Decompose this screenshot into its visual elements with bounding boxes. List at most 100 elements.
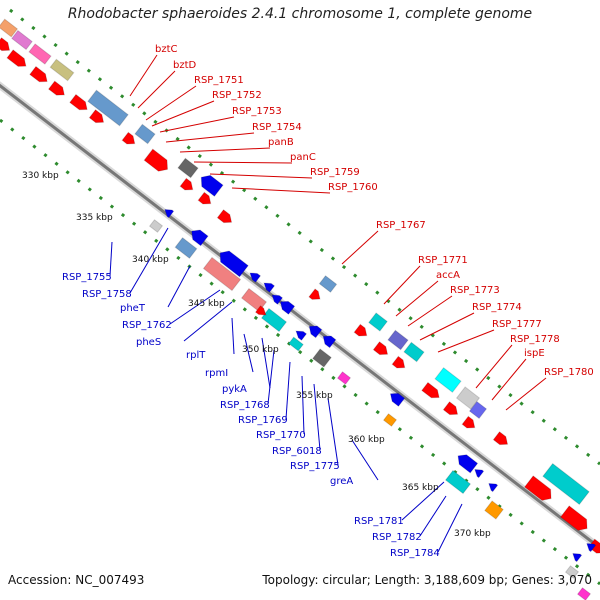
gene-label: RSP_1781 — [354, 516, 404, 527]
reverse-gene[interactable] — [312, 348, 332, 368]
forward-gene[interactable] — [368, 312, 388, 332]
reverse-gene[interactable] — [382, 413, 398, 427]
forward-gene[interactable] — [353, 323, 370, 339]
reverse-gene[interactable] — [387, 390, 406, 407]
forward-gene[interactable] — [391, 355, 408, 371]
forward-gene[interactable] — [421, 381, 442, 402]
reverse-gene[interactable] — [444, 469, 472, 495]
gc-content-track — [0, 8, 600, 586]
gene-label: RSP_1773 — [450, 285, 500, 296]
reverse-gene[interactable] — [288, 336, 304, 352]
forward-gene[interactable] — [434, 367, 462, 393]
gene-label: pheT — [120, 303, 146, 314]
gene-block-strip[interactable] — [69, 93, 90, 114]
reverse-gene[interactable] — [148, 219, 164, 233]
gene-label: RSP_6018 — [272, 446, 322, 457]
gene-label: rpmI — [205, 368, 228, 379]
forward-gene[interactable] — [197, 172, 224, 197]
reverse-gene[interactable] — [576, 587, 592, 600]
reverse-gene[interactable] — [162, 206, 175, 219]
gene-label: ispE — [524, 348, 545, 359]
reverse-gene[interactable] — [188, 226, 209, 247]
gene-label: RSP_1751 — [194, 75, 244, 86]
gene-label: accA — [436, 270, 460, 281]
gene-label: RSP_1778 — [510, 334, 560, 345]
forward-gene[interactable] — [468, 400, 488, 420]
gene-label: RSP_1775 — [290, 461, 340, 472]
reverse-gene[interactable] — [472, 466, 485, 479]
gene-block-strip[interactable] — [88, 109, 106, 126]
gene-label: RSP_1769 — [238, 415, 288, 426]
forward-gene[interactable] — [492, 431, 510, 448]
kbp-tick-label: 365 kbp — [402, 483, 439, 493]
kbp-tick-label: 370 kbp — [454, 529, 491, 539]
forward-gene[interactable] — [372, 341, 390, 358]
forward-gene[interactable] — [455, 386, 481, 410]
gene-labels: bztCbztDRSP_1751RSP_1752RSP_1753RSP_1754… — [62, 44, 594, 559]
forward-gene[interactable] — [318, 275, 338, 293]
forward-gene[interactable] — [523, 475, 556, 504]
forward-gene[interactable] — [177, 157, 199, 179]
forward-gene[interactable] — [121, 131, 138, 147]
gene-block-strip[interactable] — [6, 49, 29, 70]
gene-label: RSP_1784 — [390, 548, 440, 559]
forward-gene[interactable] — [179, 177, 196, 193]
reverse-gene[interactable] — [277, 298, 296, 315]
gene-block-strip[interactable] — [11, 29, 33, 51]
forward-gene[interactable] — [87, 89, 129, 127]
gene-label: pykA — [222, 384, 247, 395]
gene-label: RSP_1754 — [252, 122, 302, 133]
gene-block-strip[interactable] — [49, 58, 75, 82]
forward-gene[interactable] — [442, 401, 460, 418]
reverse-gene[interactable] — [486, 480, 499, 493]
gene-block-strip[interactable] — [28, 43, 52, 65]
gene-label: rplT — [186, 350, 206, 361]
forward-gene[interactable] — [216, 209, 234, 226]
reverse-gene[interactable] — [270, 292, 284, 305]
reverse-gene[interactable] — [240, 287, 268, 313]
reverse-gene[interactable] — [262, 280, 276, 293]
forward-gene[interactable] — [197, 191, 214, 207]
reverse-gene[interactable] — [216, 247, 249, 278]
gene-label: panB — [268, 137, 294, 148]
gene-block-strip[interactable] — [0, 37, 13, 54]
kbp-tick-label: 345 kbp — [188, 299, 225, 309]
forward-gene[interactable] — [134, 123, 156, 145]
reverse-gene[interactable] — [202, 256, 242, 292]
gene-label: pheS — [136, 337, 161, 348]
forward-strand-genes[interactable] — [0, 18, 600, 557]
gene-label: RSP_1753 — [232, 106, 282, 117]
forward-gene[interactable] — [387, 329, 409, 351]
reverse-gene[interactable] — [320, 332, 337, 349]
reverse-gene[interactable] — [454, 451, 479, 474]
reverse-strand-genes[interactable] — [148, 206, 597, 600]
gene-block-strip[interactable] — [0, 18, 19, 38]
gene-block-strip[interactable] — [47, 80, 68, 99]
forward-gene[interactable] — [143, 148, 172, 175]
backbone — [0, 81, 600, 551]
reverse-gene[interactable] — [336, 371, 352, 385]
kbp-tick-label: 355 kbp — [296, 391, 333, 401]
reverse-gene[interactable] — [564, 565, 580, 579]
forward-gene[interactable] — [403, 341, 425, 363]
kbp-tick-label: 340 kbp — [132, 255, 169, 265]
reverse-gene[interactable] — [484, 500, 504, 520]
reverse-gene[interactable] — [248, 270, 262, 283]
reverse-gene[interactable] — [570, 550, 583, 563]
gene-label: RSP_1770 — [256, 430, 306, 441]
gene-label: panC — [290, 152, 316, 163]
gene-block-strip[interactable] — [29, 65, 50, 86]
forward-gene[interactable] — [542, 462, 590, 506]
gene-label: RSP_1759 — [310, 167, 360, 178]
reverse-gene[interactable] — [174, 237, 198, 259]
reverse-gene[interactable] — [306, 322, 323, 339]
forward-gene[interactable] — [559, 505, 592, 534]
gene-label: RSP_1758 — [82, 289, 132, 300]
forward-gene[interactable] — [308, 288, 323, 303]
reverse-gene[interactable] — [294, 328, 308, 341]
forward-gene[interactable] — [461, 415, 478, 431]
reverse-gene[interactable] — [584, 540, 597, 553]
reverse-gene[interactable] — [254, 305, 269, 318]
